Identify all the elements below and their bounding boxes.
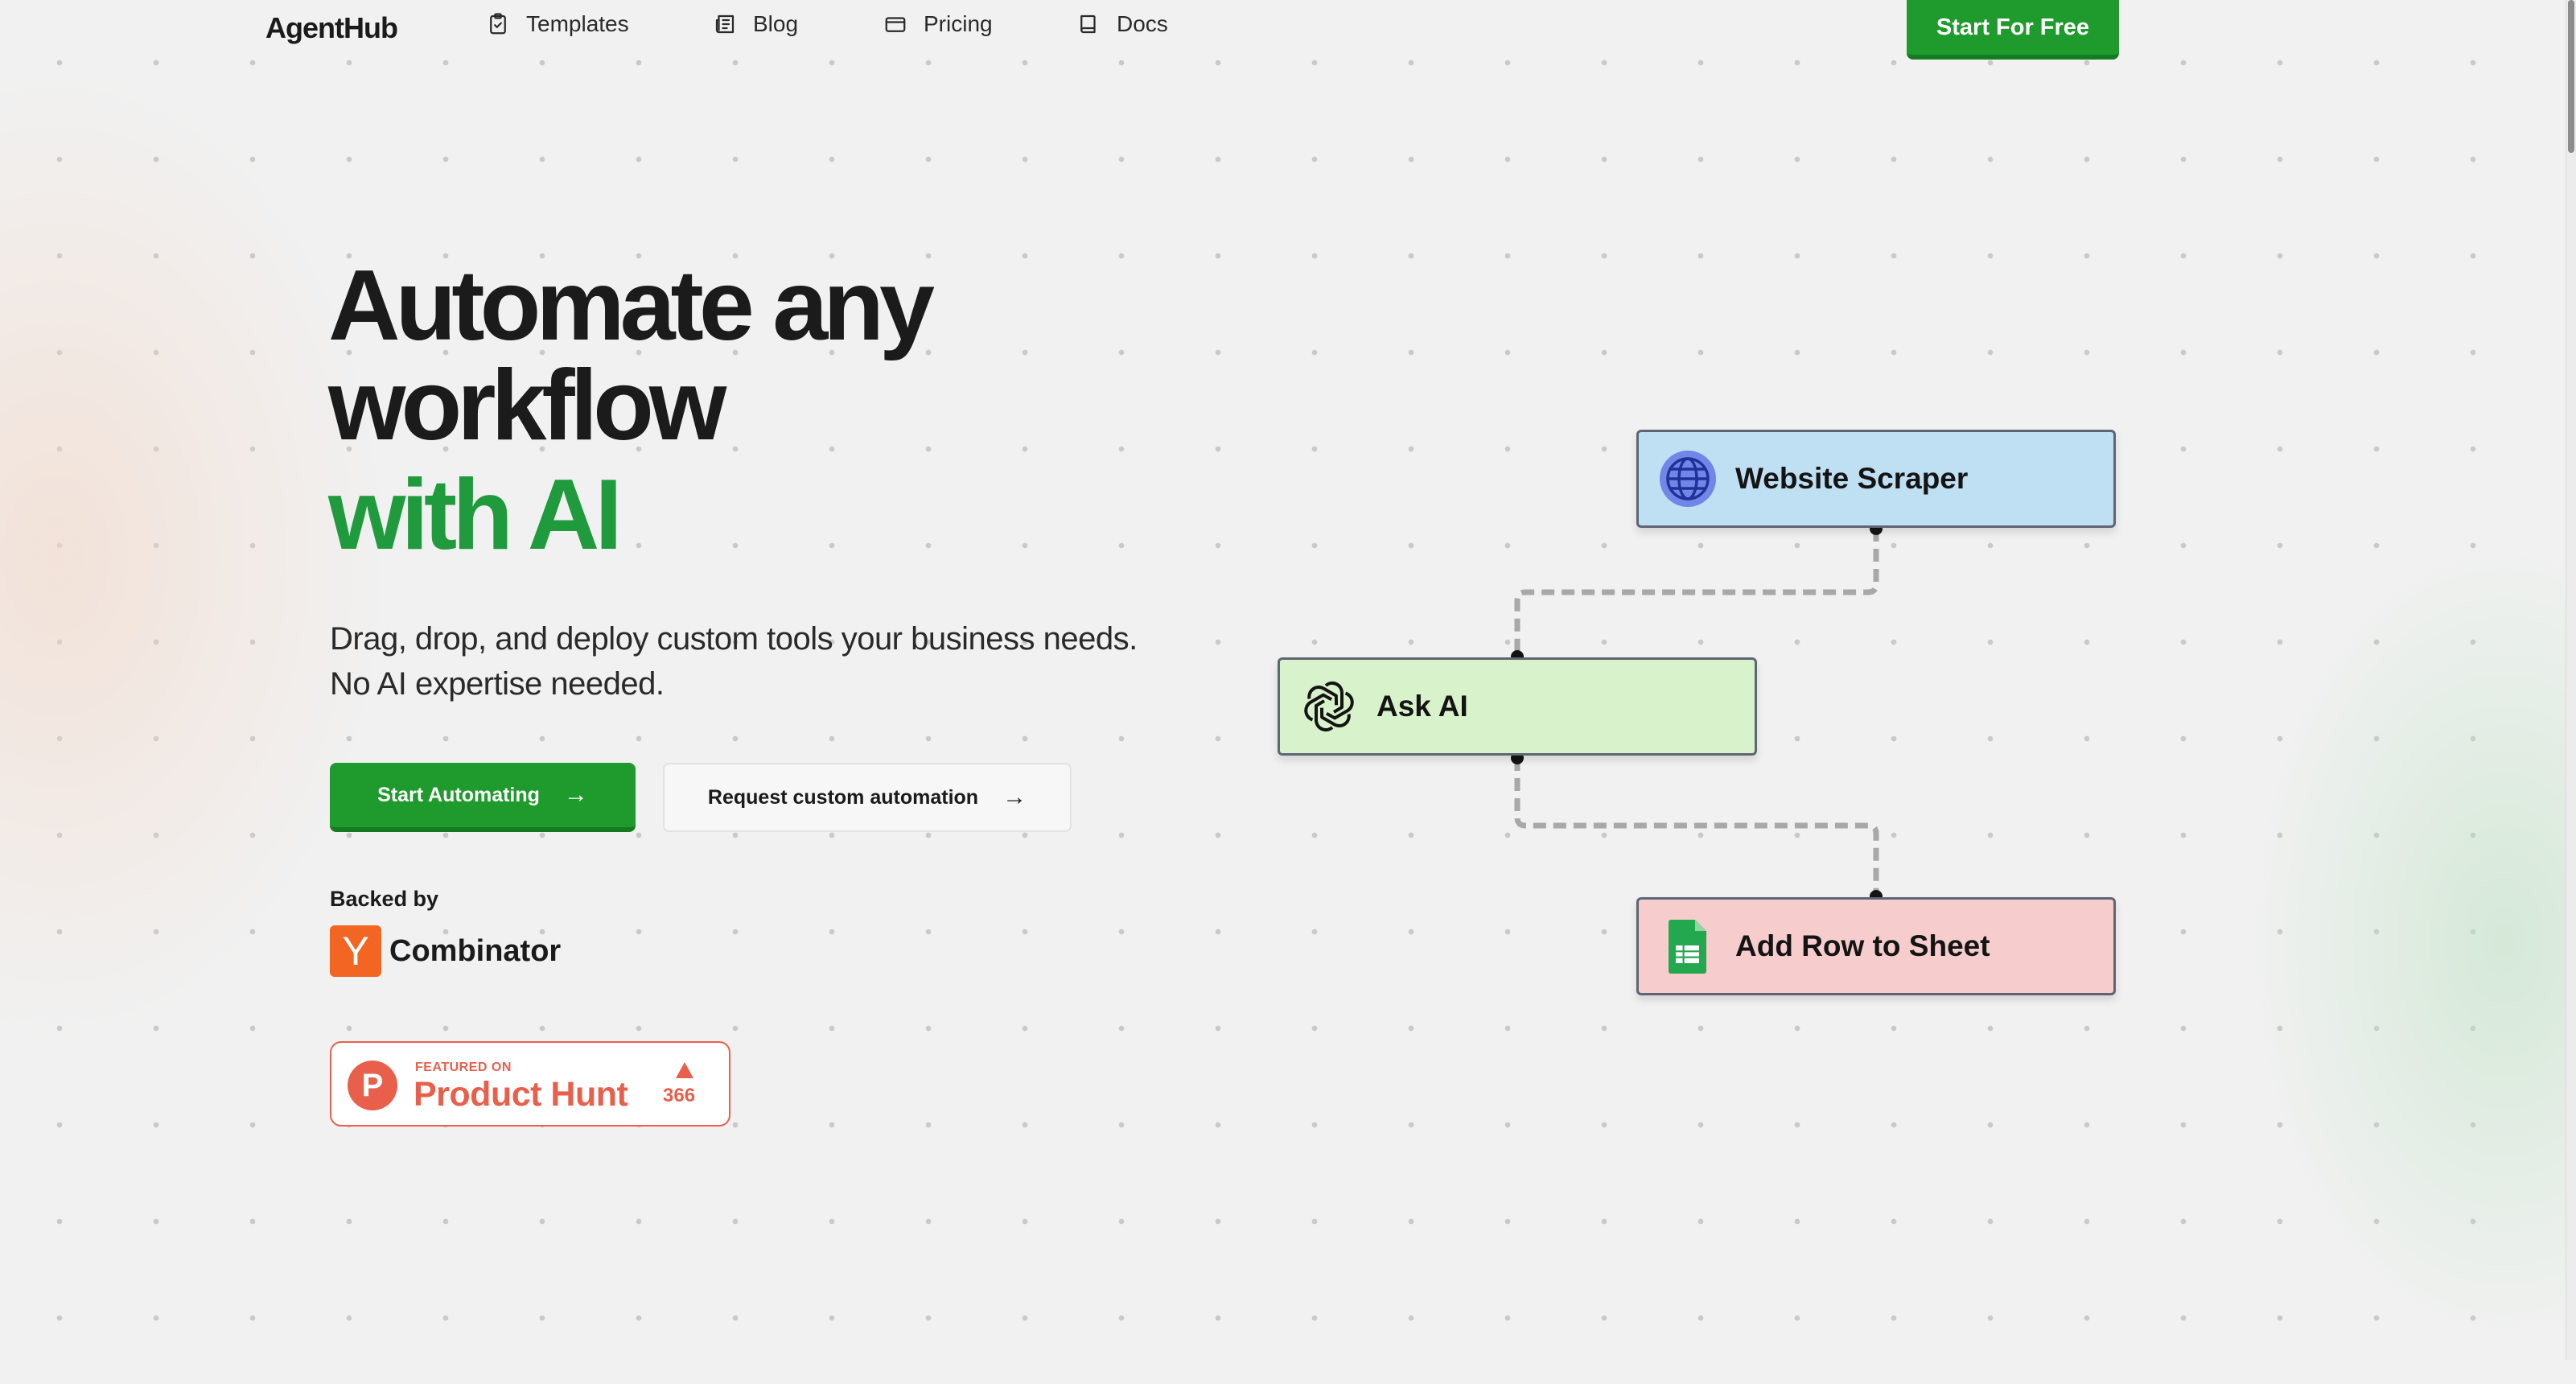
backed-by-label: Backed by — [330, 887, 439, 911]
hero-title: Automate any workflow with AI — [328, 250, 935, 570]
top-navigation: AgentHub Templates Blog Pricing Docs Sta… — [0, 0, 2576, 64]
nav-link-templates[interactable]: Templates — [486, 11, 629, 37]
product-hunt-icon: P — [348, 1061, 397, 1110]
globe-icon — [1660, 451, 1716, 507]
y-combinator-icon: Y — [330, 925, 381, 977]
scrollbar-thumb[interactable] — [2568, 0, 2574, 153]
nav-link-label: Blog — [753, 11, 799, 36]
upvote-triangle-icon — [676, 1062, 693, 1078]
arrow-right-icon: → — [563, 781, 588, 808]
hero-subtitle: Drag, drop, and deploy custom tools your… — [330, 616, 1138, 706]
product-hunt-upvote-count: 366 — [663, 1085, 696, 1106]
nav-link-label: Docs — [1117, 11, 1168, 36]
page-scrollbar[interactable] — [2566, 0, 2576, 1360]
request-custom-automation-button[interactable]: Request custom automation → — [663, 763, 1072, 832]
arrow-right-icon: → — [1002, 784, 1027, 810]
product-hunt-badge[interactable]: P FEATURED ON Product Hunt 366 — [330, 1041, 730, 1127]
flow-node-ask-ai[interactable]: Ask AI — [1278, 657, 1757, 756]
flow-node-label: Ask AI — [1376, 690, 1468, 723]
google-sheets-icon — [1669, 920, 1706, 974]
nav-link-label: Templates — [526, 11, 629, 36]
credit-card-icon — [885, 17, 906, 32]
clipboard-check-icon — [490, 13, 506, 35]
start-for-free-button[interactable]: Start For Free — [1907, 0, 2119, 60]
book-icon — [1080, 14, 1096, 34]
nav-link-blog[interactable]: Blog — [713, 11, 798, 37]
nav-link-docs[interactable]: Docs — [1076, 11, 1168, 37]
nav-link-label: Pricing — [924, 11, 993, 36]
connector-ai-to-sheet — [1514, 758, 1879, 896]
y-combinator-logo: Y Combinator — [330, 925, 561, 977]
hero-subtitle-line: No AI expertise needed. — [330, 666, 665, 702]
y-combinator-name: Combinator — [389, 933, 562, 968]
newspaper-icon — [715, 14, 735, 34]
button-label: Request custom automation — [707, 785, 979, 809]
flow-node-website-scraper[interactable]: Website Scraper — [1636, 430, 2116, 528]
start-automating-button[interactable]: Start Automating → — [330, 763, 636, 832]
button-label: Start Automating — [377, 783, 540, 806]
flow-node-label: Add Row to Sheet — [1735, 929, 1990, 962]
flow-node-add-row-to-sheet[interactable]: Add Row to Sheet — [1636, 897, 2116, 995]
logo[interactable]: AgentHub — [265, 11, 398, 44]
hero-subtitle-line: Drag, drop, and deploy custom tools your… — [330, 621, 1138, 657]
openai-icon — [1304, 681, 1354, 732]
nav-link-pricing[interactable]: Pricing — [883, 11, 993, 37]
hero-title-accent: with AI — [328, 459, 623, 570]
product-hunt-featured-text: FEATURED ON — [415, 1061, 512, 1074]
connector-scraper-to-ai — [1514, 529, 1879, 657]
hero-title-line: Automate any — [328, 250, 935, 361]
product-hunt-name: Product Hunt — [414, 1075, 628, 1114]
hero-title-line: workflow — [328, 350, 726, 461]
flow-node-label: Website Scraper — [1735, 462, 1969, 495]
